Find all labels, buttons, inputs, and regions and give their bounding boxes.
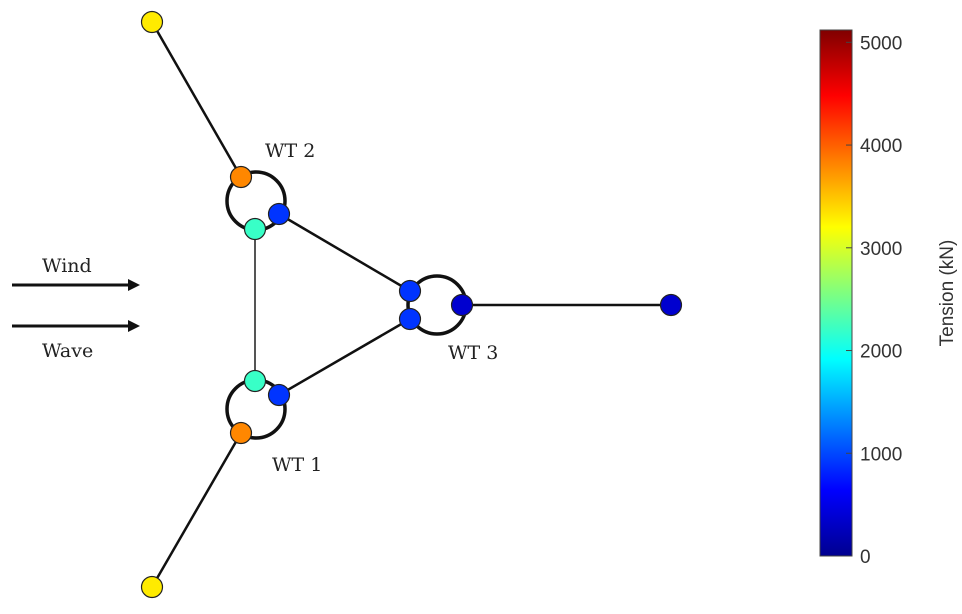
colorbar	[819, 29, 853, 557]
node-anchor-wt1	[140, 575, 164, 599]
wind-arrow	[12, 279, 140, 291]
node-wt3-fairlead-a	[398, 279, 422, 303]
mooring-line	[278, 212, 411, 293]
node-wt1-fairlead-c	[267, 383, 291, 407]
wt1-label: WT 1	[272, 454, 322, 476]
node-wt3-fairlead-b	[398, 307, 422, 331]
wind-label: Wind	[42, 255, 92, 277]
wt2-label: WT 2	[265, 140, 315, 162]
mooring-line	[150, 432, 243, 588]
node-anchor-wt2	[140, 10, 164, 34]
colorbar-tick-label: 2000	[860, 342, 902, 363]
colorbar-label: Tension (kN)	[937, 240, 958, 347]
node-wt1-fairlead-a	[229, 421, 253, 445]
mooring-line	[150, 21, 243, 178]
colorbar-tick-label: 5000	[860, 33, 902, 54]
node-wt2-fairlead-a	[229, 165, 253, 189]
mooring-line	[278, 317, 411, 397]
node-wt2-fairlead-b	[243, 217, 267, 241]
node-wt2-fairlead-c	[267, 202, 291, 226]
node-wt3-fairlead-c	[450, 293, 474, 317]
wt3-label: WT 3	[448, 342, 498, 364]
colorbar-tick-label: 3000	[860, 239, 902, 260]
wave-arrow	[12, 320, 140, 332]
colorbar-tick-label: 4000	[860, 136, 902, 157]
colorbar-tick-label: 1000	[860, 444, 902, 465]
colorbar-tick-label: 0	[860, 547, 871, 568]
node-wt1-fairlead-b	[243, 369, 267, 393]
node-anchor-wt3	[659, 293, 683, 317]
wave-label: Wave	[42, 340, 93, 362]
